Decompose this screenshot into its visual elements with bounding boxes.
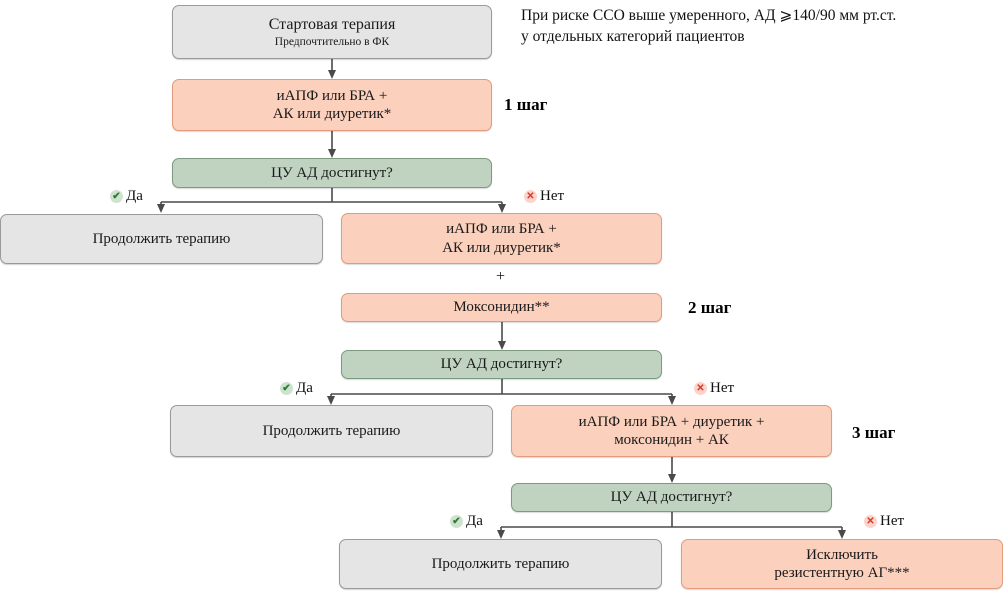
branch-no-2-label: Нет — [710, 380, 735, 396]
node-continue-therapy-3[interactable]: Продолжить терапию — [339, 539, 662, 589]
continue3-label: Продолжить терапию — [431, 555, 570, 572]
branch-no-3-label: Нет — [880, 513, 905, 529]
cross-icon: ✕ — [524, 190, 537, 203]
exclude-resistant-label: Исключить резистентную АГ*** — [774, 546, 910, 581]
node-check1[interactable]: ЦУ АД достигнут? — [172, 158, 492, 188]
branch-no-3: ✕ Нет — [864, 513, 904, 530]
cross-icon: ✕ — [864, 515, 877, 528]
step2-therapy-label: иАПФ или БРА + АК или диуретик* — [442, 221, 561, 256]
check3-label: ЦУ АД достигнут? — [610, 489, 733, 506]
node-exclude-resistant-hypertension[interactable]: Исключить резистентную АГ*** — [681, 539, 1003, 589]
node-step3-therapy[interactable]: иАПФ или БРА + диуретик + моксонидин + А… — [511, 405, 832, 457]
plus-separator: + — [496, 268, 506, 285]
branch-yes-3-label: Да — [466, 513, 483, 529]
node-check3[interactable]: ЦУ АД достигнут? — [511, 483, 832, 512]
start-subtitle: Предпочтительно в ФК — [274, 36, 390, 49]
step-1-label: 1 шаг — [504, 95, 548, 114]
branch-no-1: ✕ Нет — [524, 188, 564, 205]
check1-label: ЦУ АД достигнут? — [271, 164, 393, 181]
start-title: Стартовая терапия — [268, 15, 396, 33]
branch-yes-2: ✔ Да — [280, 380, 313, 397]
node-step2-therapy[interactable]: иАПФ или БРА + АК или диуретик* — [341, 213, 662, 264]
check-icon: ✔ — [450, 515, 463, 528]
branch-no-2: ✕ Нет — [694, 380, 734, 397]
node-continue-therapy-2[interactable]: Продолжить терапию — [170, 405, 493, 457]
node-step1-therapy[interactable]: иАПФ или БРА + АК или диуретик* — [172, 79, 492, 131]
check-icon: ✔ — [280, 382, 293, 395]
cross-icon: ✕ — [694, 382, 707, 395]
check-icon: ✔ — [110, 190, 123, 203]
node-start-therapy[interactable]: Стартовая терапия Предпочтительно в ФК — [172, 5, 492, 59]
branch-yes-2-label: Да — [296, 380, 313, 396]
branch-no-1-label: Нет — [540, 188, 565, 204]
continue2-label: Продолжить терапию — [262, 422, 401, 439]
moxonidine-label: Моксонидин** — [453, 299, 550, 316]
node-continue-therapy-1[interactable]: Продолжить терапию — [0, 214, 323, 264]
step-2-label: 2 шаг — [688, 298, 732, 317]
step1-therapy-label: иАПФ или БРА + АК или диуретик* — [272, 87, 392, 122]
branch-yes-1-label: Да — [126, 188, 143, 204]
node-check2[interactable]: ЦУ АД достигнут? — [341, 350, 662, 379]
branch-yes-1: ✔ Да — [110, 188, 143, 205]
risk-note: При риске ССО выше умеренного, АД ⩾140/9… — [521, 7, 897, 45]
node-moxonidine[interactable]: Моксонидин** — [341, 293, 662, 322]
step3-therapy-label: иАПФ или БРА + диуретик + моксонидин + А… — [578, 413, 765, 448]
check2-label: ЦУ АД достигнут? — [440, 356, 563, 373]
step-3-label: 3 шаг — [852, 423, 896, 442]
continue1-label: Продолжить терапию — [92, 230, 231, 247]
branch-yes-3: ✔ Да — [450, 513, 483, 530]
